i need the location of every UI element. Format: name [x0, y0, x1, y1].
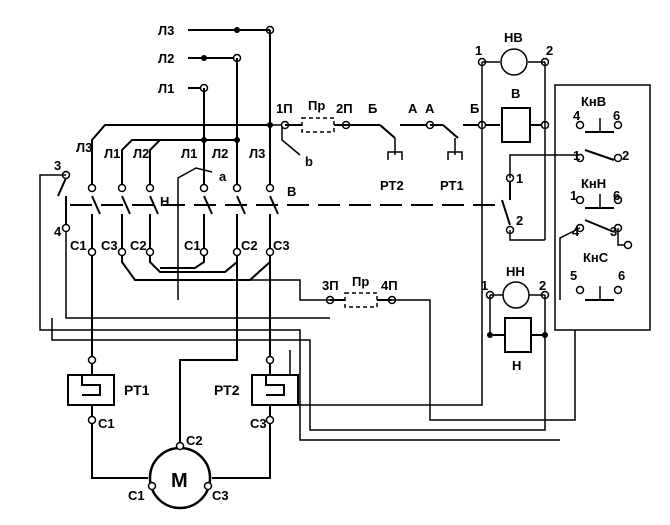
- label-l2-left: Л2: [133, 146, 149, 161]
- power-wiring: [87, 122, 301, 300]
- label-aux2-2: 2: [516, 213, 523, 228]
- label-c3-m: С3: [212, 488, 229, 503]
- label-a1: А: [408, 101, 418, 116]
- label-b1: Б: [368, 101, 377, 116]
- label-knc-6: 6: [618, 268, 625, 283]
- label-c2-m: С2: [186, 433, 203, 448]
- label-knn-1: 1: [570, 188, 577, 203]
- label-knc-5: 5: [570, 268, 577, 283]
- label-motor: М: [171, 470, 188, 492]
- label-c3-a: С3: [101, 238, 118, 253]
- label-knv: КнВ: [581, 94, 606, 109]
- label-c2-a: С2: [130, 238, 147, 253]
- control-top-line: [280, 48, 550, 340]
- label-c3-rt: С3: [250, 416, 267, 431]
- label-knn: КнН: [581, 176, 606, 191]
- label-pr-top: Пр: [308, 98, 325, 113]
- push-buttons: [554, 84, 651, 331]
- label-knv-2: 2: [622, 148, 629, 163]
- label-hn-1: 1: [481, 278, 488, 293]
- label-aux-3: 3: [54, 158, 61, 173]
- label-h-coil: Н: [512, 358, 521, 373]
- label-v-line: В: [287, 184, 296, 199]
- label-c1-a: С1: [70, 238, 87, 253]
- label-aux-4: 4: [54, 224, 62, 239]
- label-c1-rt: С1: [98, 416, 115, 431]
- label-b2: Б: [470, 101, 479, 116]
- label-hn: НН: [506, 264, 525, 279]
- label-aux2-1: 1: [516, 171, 523, 186]
- supply-buses: [188, 25, 275, 150]
- label-a-small: а: [219, 169, 227, 184]
- label-hv-2: 2: [546, 43, 553, 58]
- label-hn-2: 2: [539, 278, 546, 293]
- label-l1-bus: Л1: [158, 81, 174, 96]
- label-3p: 3П: [322, 278, 339, 293]
- label-knv-4: 4: [573, 108, 581, 123]
- label-l3-left: Л3: [76, 140, 92, 155]
- label-l1-mid: Л1: [181, 146, 197, 161]
- label-c1-b: С1: [184, 238, 201, 253]
- diagram-labels: Л3 Л2 Л1 1П Пр 2П Б А А Б НВ 1 2 В КнВ 4…: [54, 23, 629, 503]
- label-2p: 2П: [336, 101, 353, 116]
- label-knn-3: 3: [610, 224, 617, 239]
- label-knn-6: 6: [613, 188, 620, 203]
- label-pr-mid: Пр: [352, 274, 369, 289]
- label-l2-mid: Л2: [212, 146, 228, 161]
- label-1p: 1П: [276, 101, 293, 116]
- label-rt2: РТ2: [214, 382, 240, 398]
- label-b-small: b: [305, 154, 313, 169]
- label-rt1: РТ1: [124, 382, 150, 398]
- label-l2-bus: Л2: [158, 51, 174, 66]
- label-hv-1: 1: [475, 43, 482, 58]
- label-4p: 4П: [381, 278, 398, 293]
- label-c2-b: С2: [241, 238, 258, 253]
- label-l3-right: Л3: [249, 146, 265, 161]
- label-knv-6: 6: [613, 108, 620, 123]
- label-a2: А: [425, 101, 435, 116]
- label-c1-m: С1: [128, 488, 145, 503]
- label-knc: КнС: [583, 250, 609, 265]
- motor-circuit: [67, 262, 299, 510]
- label-v-coil: В: [511, 86, 520, 101]
- label-l1-left: Л1: [104, 146, 120, 161]
- label-c3-b: С3: [273, 238, 290, 253]
- label-n-contactor: Н: [160, 194, 169, 209]
- label-l3-bus: Л3: [158, 23, 174, 38]
- control-bottom-line: [51, 279, 576, 431]
- aux-contact-3-4: [39, 170, 560, 441]
- aux-contact-1-2: [501, 154, 580, 241]
- label-knv-1: 1: [573, 148, 580, 163]
- label-rt2-contact: РТ2: [380, 178, 404, 193]
- label-rt1-contact: РТ1: [440, 178, 464, 193]
- label-hv: НВ: [504, 30, 523, 45]
- label-knn-4: 4: [572, 224, 580, 239]
